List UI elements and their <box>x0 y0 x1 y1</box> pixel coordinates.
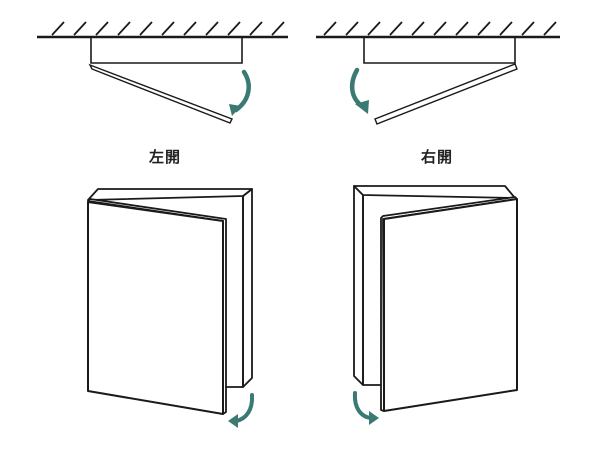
arrow-head-icon <box>369 411 379 425</box>
right-open-perspective <box>353 185 518 412</box>
cabinet-frame <box>362 195 383 386</box>
arrow-head-icon <box>355 100 369 114</box>
label-left-open: 左開 <box>148 148 182 166</box>
left-open-top-view <box>37 21 288 124</box>
cabinet-side <box>242 188 253 388</box>
cabinet-top <box>87 188 253 201</box>
cabinet-body <box>90 37 243 64</box>
cabinet-frame <box>223 196 244 388</box>
arrow-head-icon <box>229 104 241 116</box>
rotation-arrow-icon <box>349 67 365 109</box>
ceiling-hatch <box>323 21 557 36</box>
door-panel <box>87 201 224 415</box>
ceiling-hatch <box>51 21 285 36</box>
label-right-open: 右開 <box>420 148 454 166</box>
door-panel <box>374 63 518 125</box>
right-open-top-view <box>316 21 560 125</box>
rotation-arrow-icon <box>352 391 373 420</box>
cabinet-side <box>353 185 364 386</box>
left-open-perspective <box>87 188 253 415</box>
door-panel <box>383 198 518 412</box>
arrow-head-icon <box>228 414 238 428</box>
cabinet-top <box>353 185 516 199</box>
rotation-arrow-icon <box>233 69 251 113</box>
cabinet-body <box>363 37 516 64</box>
rotation-arrow-icon <box>234 393 255 423</box>
door-panel <box>88 63 233 124</box>
